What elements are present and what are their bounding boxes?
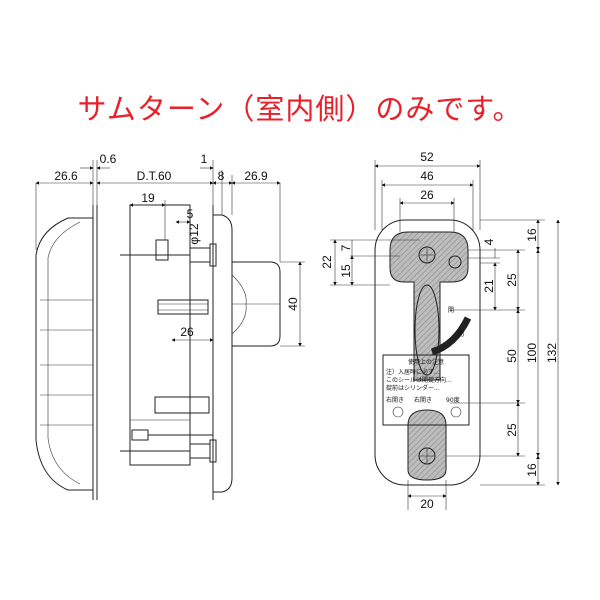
dim-knob-height: 40	[286, 297, 300, 311]
dim-gap: 0.6	[100, 152, 117, 166]
dim-width-46: 46	[420, 169, 434, 183]
dim-offset-5: 5	[187, 207, 194, 221]
dim-right-21: 21	[482, 279, 496, 293]
svg-text:閉: 閉	[458, 331, 464, 338]
svg-text:開: 開	[448, 307, 454, 314]
dim-spindle-26: 26	[180, 325, 194, 339]
dim-plate: 8	[218, 169, 225, 183]
dim-width-20: 20	[420, 497, 434, 511]
front-dimensions: 52 46 26 20 22 15 7	[320, 150, 560, 511]
dim-knob-width: 26.9	[244, 169, 268, 183]
screw-hole-top	[418, 246, 436, 264]
indoor-casing	[35, 217, 93, 491]
dim-right-50: 50	[505, 349, 519, 363]
dim-offset-19: 19	[141, 191, 155, 205]
svg-text:使用上の注意: 使用上の注意	[408, 358, 444, 366]
dim-plate-gap: 1	[201, 152, 208, 166]
escutcheon-plate	[374, 219, 481, 486]
dim-width-26: 26	[420, 188, 434, 202]
front-view: 使用上の注意 注）入居時に必ず... このシールは開錠方向... 錠前はシリンダ…	[320, 150, 560, 511]
dim-right-16-bottom: 16	[525, 463, 539, 477]
dim-right-16-top: 16	[525, 228, 539, 242]
svg-text:90度: 90度	[446, 396, 460, 404]
dim-height-100: 100	[525, 343, 539, 363]
dim-left-15: 15	[339, 264, 353, 278]
svg-text:右開き: 右開き	[414, 396, 432, 404]
dim-width-52: 52	[420, 150, 434, 164]
svg-text:錠前はシリンダー...: 錠前はシリンダー...	[386, 384, 440, 392]
dim-left-width: 26.6	[54, 169, 78, 183]
screw-top	[120, 243, 217, 267]
dim-left-22: 22	[320, 255, 334, 269]
side-dimensions: 26.6 0.6 D.T.60 1 8 26.9 19 5 φ12 26 40	[35, 152, 305, 347]
dim-right-25-top: 25	[505, 273, 519, 287]
dim-right-25-bottom: 25	[505, 423, 519, 437]
dim-height-132: 132	[545, 343, 559, 363]
side-view: 26.6 0.6 D.T.60 1 8 26.9 19 5 φ12 26 40	[35, 152, 305, 500]
dim-right-4: 4	[482, 238, 496, 245]
svg-text:このシールは開錠方向...: このシールは開錠方向...	[386, 376, 452, 384]
instruction-label: 使用上の注意 注）入居時に必ず... このシールは開錠方向... 錠前はシリンダ…	[382, 307, 470, 426]
outdoor-plate	[213, 214, 233, 493]
svg-text:右開き: 右開き	[386, 396, 404, 404]
lever-arrow	[430, 316, 472, 356]
headline: サムターン（室内側）のみです。	[77, 94, 523, 126]
screw-bottom	[120, 439, 217, 463]
dim-door-thickness: D.T.60	[137, 169, 172, 183]
dim-left-7: 7	[339, 244, 353, 251]
screw-hole-bottom	[418, 447, 436, 465]
svg-text:注）入居時に必ず...: 注）入居時に必ず...	[386, 368, 440, 376]
dim-diameter: φ12	[187, 223, 201, 244]
